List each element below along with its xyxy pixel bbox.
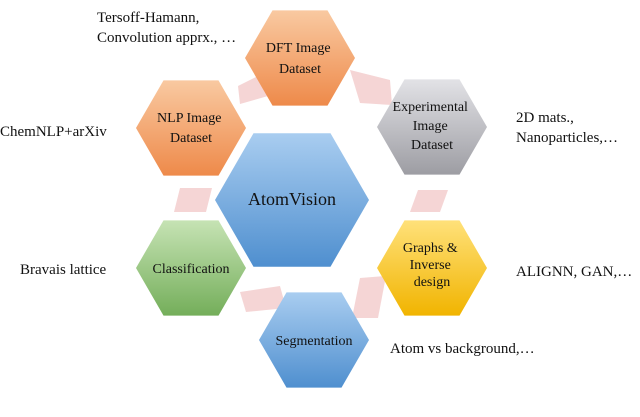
hexagon-classification: Classification [136, 220, 246, 316]
hexagon-classification-shape [136, 220, 246, 316]
hexagon-experimental-label: Experimental Image Dataset [393, 100, 472, 153]
connector-experimental-graphs [410, 190, 448, 212]
connector-classification-nlp [174, 188, 212, 212]
hexagon-segmentation-label: Segmentation [276, 334, 353, 349]
center-hexagon: AtomVision [215, 133, 369, 267]
hexagon-segmentation-shape [259, 292, 369, 388]
hexagon-graphs-inverse-design: Graphs & Inverse design [377, 220, 487, 316]
hexagon-dft-shape [245, 10, 355, 106]
hexagon-nlp-image-dataset: NLP Image Dataset [136, 80, 246, 176]
center-hexagon-shape [215, 133, 369, 267]
annotation-nlp: ChemNLP+arXiv [0, 124, 107, 140]
hexagon-experimental-image-dataset: Experimental Image Dataset [377, 79, 487, 175]
annotation-dft: Tersoff-Hamann, Convolution apprx., … [97, 10, 236, 46]
annotation-segmentation: Atom vs background,… [390, 341, 535, 357]
connector-dft-experimental [350, 70, 392, 105]
annotation-graphs: ALIGNN, GAN,… [516, 264, 632, 280]
hexagon-experimental-shape [377, 79, 487, 175]
center-label: AtomVision [248, 189, 336, 209]
annotation-experimental: 2D mats., Nanoparticles,… [516, 110, 618, 146]
connector-graphs-segmentation [352, 276, 386, 318]
hexagon-dft-image-dataset: DFT Image Dataset [245, 10, 355, 106]
hexagon-nlp-shape [136, 80, 246, 176]
hexagon-classification-label: Classification [153, 262, 230, 277]
hexagon-graphs-label: Graphs & Inverse design [403, 241, 461, 290]
annotation-classification: Bravais lattice [20, 262, 107, 278]
hexagon-graphs-shape [377, 220, 487, 316]
connector-segmentation-classification [240, 286, 286, 312]
connectors [174, 70, 448, 318]
hexagon-segmentation: Segmentation [259, 292, 369, 388]
hexagon-dft-label: DFT Image Dataset [266, 41, 334, 77]
hexagon-nlp-label: NLP Image Dataset [157, 111, 225, 146]
